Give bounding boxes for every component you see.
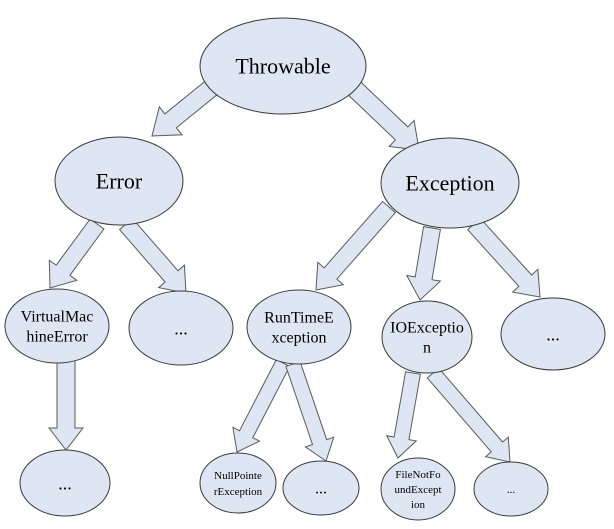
arrow-error-to-error-more	[118, 217, 187, 294]
node-shape	[500, 297, 606, 371]
node-label-line: ion	[411, 499, 426, 511]
node-shape	[282, 460, 360, 516]
node-label-line: Exception	[405, 171, 494, 196]
node-throwable: Throwable	[199, 17, 367, 115]
node-label-line: ...	[315, 481, 327, 498]
node-label-line: xception	[271, 330, 326, 347]
node-runtime-more: ...	[282, 460, 360, 516]
node-label-line: Throwable	[235, 54, 330, 79]
node-virtual-machine-error: VirtualMac hineError	[4, 288, 110, 364]
node-shape	[381, 300, 473, 374]
node-null-pointer-exception: NullPointe rException	[199, 452, 277, 514]
node-runtime-exception: RunTimeE xception	[246, 289, 352, 365]
node-label-line: ...	[58, 473, 72, 493]
node-label-line: rException	[214, 486, 263, 498]
node-shape	[380, 457, 456, 521]
arrow-exception-to-io-exception	[405, 226, 442, 301]
node-exception: Exception	[380, 137, 520, 229]
arrows-layer	[47, 80, 541, 463]
arrow-error-to-virtual-machine-error	[48, 218, 105, 289]
node-shape	[473, 461, 549, 517]
node-error: Error	[54, 136, 184, 226]
arrow-io-exception-to-io-more	[426, 367, 511, 463]
arrow-exception-to-runtime-exception	[315, 200, 397, 291]
arrow-runtime-exception-to-runtime-more	[285, 360, 335, 462]
arrow-exception-to-exception-more	[466, 217, 541, 298]
node-label-line: hineError	[26, 329, 88, 346]
node-shape	[128, 290, 234, 366]
node-label-line: RunTimeE	[264, 310, 334, 327]
arrow-runtime-exception-to-null-pointer-exception	[232, 358, 291, 453]
node-label-line: FileNotFo	[395, 469, 441, 481]
node-shape	[380, 137, 520, 229]
node-label-line: VirtualMac	[21, 309, 94, 326]
node-label-line: IOExceptio	[390, 320, 464, 337]
node-file-not-found-exception: FileNotFo undExcept ion	[380, 457, 456, 521]
node-label-line: n	[423, 340, 431, 357]
node-shape	[19, 449, 111, 517]
node-label-line: undExcept	[394, 484, 441, 496]
node-label-line: Error	[96, 169, 143, 194]
node-shape	[246, 289, 352, 365]
node-io-more: ...	[473, 461, 549, 517]
node-exception-more: ...	[500, 297, 606, 371]
node-vm-error-more: ...	[19, 449, 111, 517]
node-label-line: ...	[546, 324, 560, 344]
node-io-exception: IOExceptio n	[381, 300, 473, 374]
node-shape	[4, 288, 110, 364]
node-error-more: ...	[128, 290, 234, 366]
arrow-throwable-to-error	[151, 80, 218, 137]
node-label-line: ...	[507, 484, 516, 496]
arrow-virtual-machine-error-to-vm-error-more	[47, 359, 85, 451]
arrow-throwable-to-exception	[347, 80, 420, 151]
node-shape	[199, 17, 367, 115]
node-label-line: NullPointe	[214, 470, 262, 482]
node-shape	[199, 452, 277, 514]
node-shape	[54, 136, 184, 226]
node-label-line: ...	[174, 318, 188, 338]
arrow-io-exception-to-file-not-found-exception	[385, 371, 421, 459]
